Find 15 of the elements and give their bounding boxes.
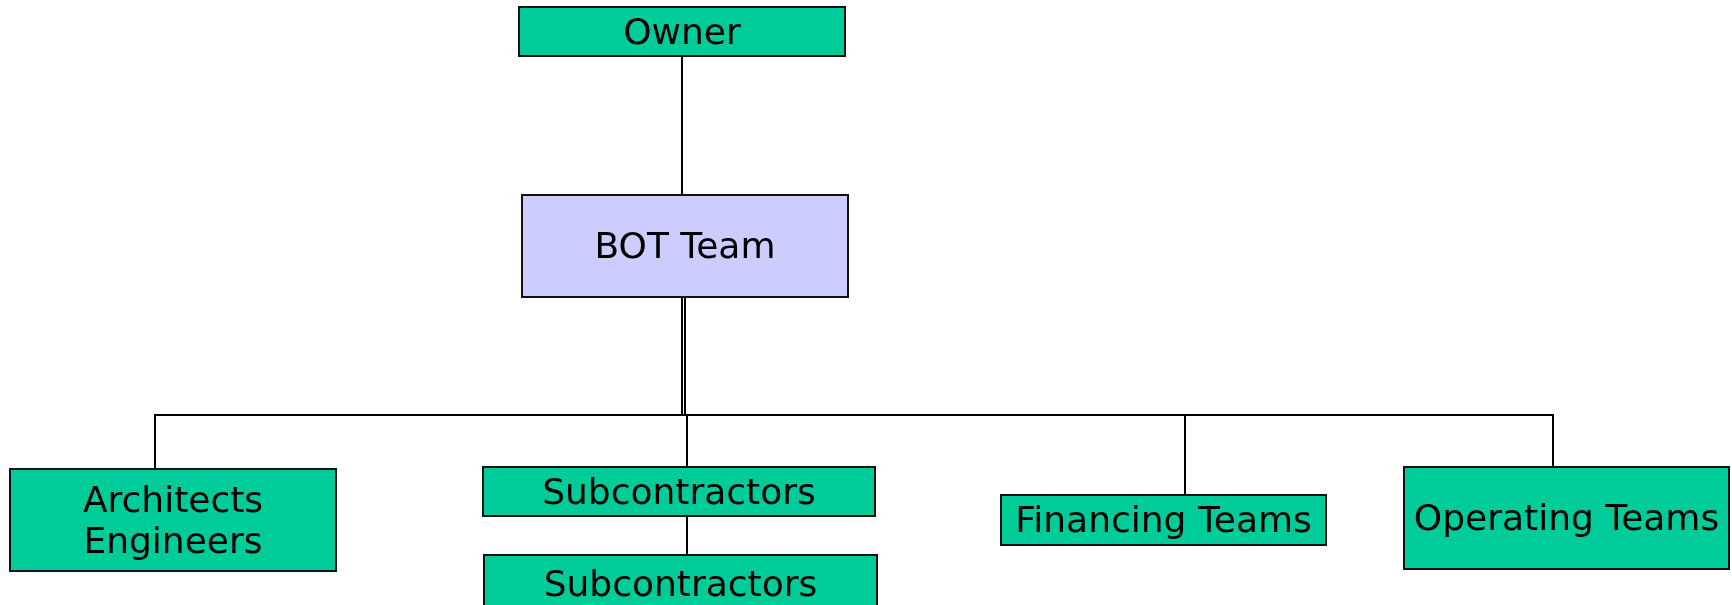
box-label: Subcontractors: [542, 470, 816, 513]
box-label: Subcontractors: [543, 563, 818, 605]
box-label: Operating Teams: [1413, 497, 1720, 539]
connector-line: [686, 516, 688, 555]
org-box: [518, 6, 846, 57]
org-box: [483, 554, 878, 605]
box-label: Architects Engineers: [81, 478, 265, 562]
org-box: [1000, 494, 1327, 546]
team-box: [521, 194, 849, 298]
org-box: [1403, 466, 1730, 570]
org-box: [482, 466, 876, 517]
box-label: Owner: [623, 10, 741, 53]
box-label: Financing Teams: [1015, 499, 1312, 541]
box-label: BOT Team: [594, 225, 776, 267]
org-box: [9, 468, 337, 572]
